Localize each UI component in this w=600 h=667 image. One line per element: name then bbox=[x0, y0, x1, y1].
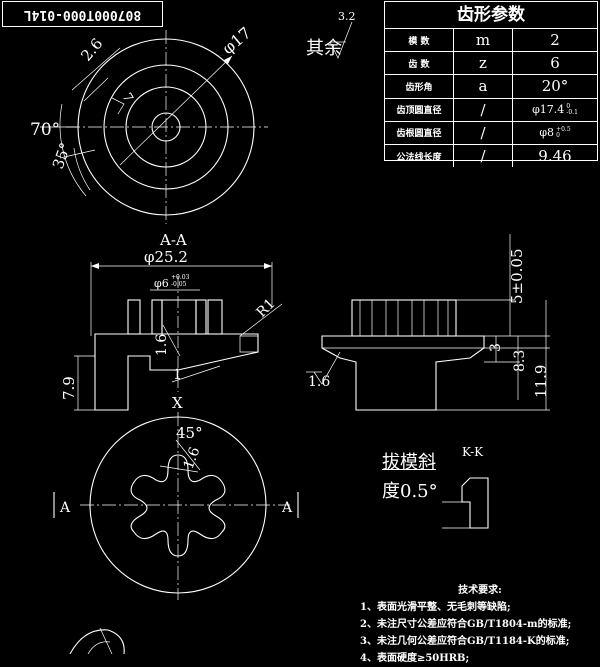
param-value: φ8 +0.5 0 bbox=[513, 122, 597, 144]
tol-lower: -0.1 bbox=[566, 108, 578, 116]
param-symbol: z bbox=[454, 52, 513, 75]
table-row: 齿顶圆直径 / φ17.4 0 -0.1 bbox=[385, 98, 597, 122]
param-symbol: / bbox=[454, 121, 513, 144]
param-value: 20° bbox=[541, 77, 569, 96]
dim-2-6: 2.6 bbox=[77, 35, 106, 65]
dim-5: 5±0.05 bbox=[508, 248, 526, 304]
param-name: 齿形角 bbox=[385, 75, 454, 98]
note-item: 3、未注几何公差应符合GB/T1184-K的标准; bbox=[360, 636, 570, 647]
draft-line2: 度0.5° bbox=[382, 481, 438, 502]
param-name: 齿根圆直径 bbox=[385, 121, 454, 144]
param-value-main: φ17.4 bbox=[532, 103, 565, 117]
mark-a-right: A bbox=[281, 500, 293, 516]
param-value: 6 bbox=[550, 54, 560, 73]
dim-11-9: 11.9 bbox=[532, 365, 550, 398]
section-aa-view: A-A φ25.2 φ6 +0.03 -0.05 1.6 R1 1 bbox=[60, 231, 283, 412]
dim-r1: R1 bbox=[254, 296, 279, 321]
tol-upper: +0.5 bbox=[556, 125, 571, 133]
angle-35: 35° bbox=[49, 140, 75, 171]
dim-phi6: φ6 bbox=[154, 277, 169, 290]
dim-3: 3 bbox=[488, 343, 504, 352]
dim-8-3: 8.3 bbox=[512, 350, 528, 372]
roughness-label: 其余 bbox=[306, 38, 342, 59]
dim-r: 7 bbox=[119, 91, 136, 106]
dim-1-6: 1.6 bbox=[154, 334, 170, 356]
param-name: 齿顶圆直径 bbox=[385, 98, 454, 121]
detail-kk: K-K bbox=[442, 445, 489, 529]
dim-1: 1 bbox=[173, 367, 182, 383]
note-item: 4、表面硬度≥50HRB; bbox=[360, 653, 470, 664]
top-view: 2.6 φ17 70° 35° 7 bbox=[30, 23, 268, 224]
notes-title: 技术要求: bbox=[458, 585, 502, 596]
tol-lower: 0 bbox=[556, 131, 560, 139]
param-symbol: m bbox=[454, 29, 513, 52]
dim-phi6-tol-upper: +0.03 bbox=[171, 274, 190, 281]
roughness-value: 3.2 bbox=[338, 10, 356, 23]
gear-parameter-table: 齿形参数 模 数 m 2 齿 数 z 6 齿形角 a 20° 齿顶圆直径 / φ… bbox=[384, 1, 598, 168]
dim-7-9: 7.9 bbox=[60, 376, 78, 400]
detail-title: K-K bbox=[462, 445, 484, 459]
dim-phi6-tol-lower: -0.05 bbox=[171, 281, 187, 288]
roughness-symbol: 3.2 其余 bbox=[306, 10, 356, 59]
param-symbol: a bbox=[454, 75, 513, 98]
param-value: φ17.4 0 -0.1 bbox=[513, 99, 597, 121]
table-row: 模 数 m 2 bbox=[385, 29, 597, 53]
mark-x: X bbox=[172, 394, 183, 412]
angle-70: 70° bbox=[30, 120, 60, 140]
draft-line1: 拔模斜 bbox=[382, 452, 436, 473]
part-number-box: 807000T000-014L bbox=[2, 1, 163, 27]
draft-angle-note: 拔模斜 度0.5° bbox=[382, 448, 438, 506]
dim-1-6-side: 1.6 bbox=[308, 374, 330, 390]
param-value: 2 bbox=[550, 31, 560, 50]
table-row: 齿 数 z 6 bbox=[385, 52, 597, 76]
section-title: A-A bbox=[159, 231, 187, 249]
bottom-view: 45° 1.6 A A bbox=[53, 412, 299, 600]
table-row: 齿形角 a 20° bbox=[385, 75, 597, 99]
gear-table-title: 齿形参数 bbox=[385, 2, 597, 29]
dim-1-6-bottom: 1.6 bbox=[181, 445, 204, 471]
note-item: 2、未注尺寸公差应符合GB/T1804-m的标准; bbox=[360, 619, 572, 630]
isometric-fragment bbox=[69, 627, 125, 654]
dim-phi25-2: φ25.2 bbox=[144, 248, 188, 266]
note-item: 1、表面光滑平整、无毛刺等缺陷; bbox=[360, 602, 511, 613]
param-name: 齿 数 bbox=[385, 52, 454, 75]
param-name: 模 数 bbox=[385, 29, 454, 52]
table-row: 齿根圆直径 / φ8 +0.5 0 bbox=[385, 121, 597, 145]
param-name: 公法线长度 bbox=[385, 144, 454, 168]
side-view: 5±0.05 3 8.3 11.9 1.6 bbox=[306, 234, 550, 411]
tol-upper: 0 bbox=[566, 102, 571, 110]
param-symbol: / bbox=[454, 144, 513, 168]
mark-a-left: A bbox=[59, 500, 71, 516]
param-value: 9.46 bbox=[538, 147, 572, 166]
dim-phi17: φ17 bbox=[218, 23, 254, 58]
param-symbol: / bbox=[454, 98, 513, 121]
angle-45: 45° bbox=[176, 424, 203, 442]
param-value-main: φ8 bbox=[539, 126, 555, 140]
technical-requirements: 技术要求: 1、表面光滑平整、无毛刺等缺陷; 2、未注尺寸公差应符合GB/T18… bbox=[360, 582, 600, 667]
table-row: 公法线长度 / 9.46 bbox=[385, 144, 597, 168]
